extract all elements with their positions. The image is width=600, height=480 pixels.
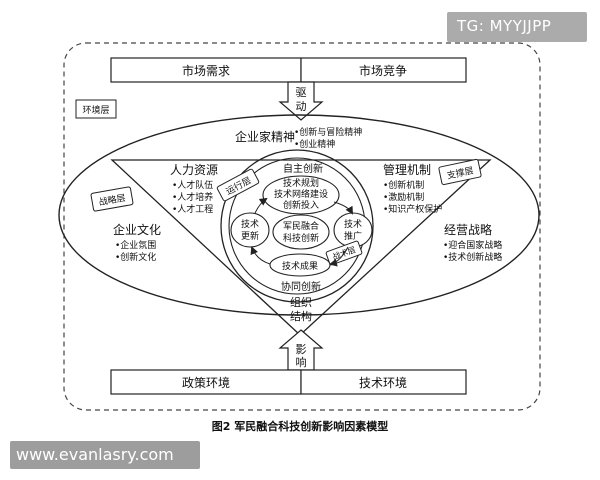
market-competition-box xyxy=(300,57,467,83)
tech-plan-ellipse xyxy=(262,175,340,215)
watermark-bottom: www.evanlasry.com xyxy=(10,441,200,469)
support-layer-tag xyxy=(438,158,482,186)
cycle-arrow-update-to-plan xyxy=(254,197,268,214)
tech-env-label: 技术环境 xyxy=(359,375,407,390)
org-structure-line-2: 结构 xyxy=(290,309,312,323)
figure-caption: 图2 军民融合科技创新影响因素模型 xyxy=(212,419,388,433)
hr-item-3: •人才工程 xyxy=(172,203,213,215)
drive-arrow xyxy=(278,81,324,121)
policy-env-box xyxy=(110,369,302,395)
mgmt-item-1: •创新机制 xyxy=(383,179,424,191)
collab-innovation-label: 协同创新 xyxy=(281,280,321,293)
mgmt-item-3: •知识产权保护 xyxy=(383,203,442,215)
strategy-triangle xyxy=(110,159,492,336)
outer-dashed-frame xyxy=(63,42,541,411)
biz-strategy-item-1: •迎合国家战略 xyxy=(443,239,502,251)
culture-item-2: •创新文化 xyxy=(115,251,156,263)
entrepreneur-item-1: •创新与冒险精神 xyxy=(294,126,362,138)
watermark-top: TG: MYYJJPP xyxy=(447,12,587,42)
tech-update-ellipse xyxy=(230,212,270,248)
influence-label-2: 响 xyxy=(296,356,307,369)
cycle-arrow-plan-to-promo xyxy=(333,201,353,215)
tech-plan-line-3: 创新投入 xyxy=(283,199,319,211)
market-competition-label: 市场竞争 xyxy=(359,63,407,78)
core-ellipse xyxy=(272,214,330,250)
operation-layer-tag xyxy=(216,168,260,202)
entrepreneur-title: 企业家精神 xyxy=(235,129,295,144)
culture-item-1: •企业氛围 xyxy=(115,239,156,251)
tech-env-box xyxy=(300,369,467,395)
tech-update-line-1: 技术 xyxy=(241,218,259,230)
org-structure-line-1: 组织 xyxy=(290,295,312,309)
core-line-2: 科技创新 xyxy=(283,232,319,244)
cycle-arrow-promo-to-result xyxy=(329,246,349,267)
drive-label-1: 驱 xyxy=(296,86,307,99)
strategy-layer-tag xyxy=(90,186,134,212)
hr-item-2: •人才培养 xyxy=(172,191,213,203)
environment-ellipse xyxy=(58,114,540,316)
tech-plan-line-1: 技术规划 xyxy=(283,177,319,189)
market-demand-label: 市场需求 xyxy=(182,63,230,78)
hr-item-1: •人才队伍 xyxy=(172,179,213,191)
tech-plan-line-2: 技术网络建设 xyxy=(274,188,328,200)
drive-label-2: 动 xyxy=(296,100,307,113)
independent-innovation-label: 自主创新 xyxy=(283,162,323,175)
mgmt-title: 管理机制 xyxy=(383,162,431,177)
operation-outer-circle xyxy=(220,149,374,303)
tech-update-line-2: 更新 xyxy=(241,230,259,242)
tech-promotion-line-2: 推广 xyxy=(344,230,362,242)
env-layer-label: 环境层 xyxy=(82,104,109,116)
watermark-top-text: TG: MYYJJPP xyxy=(457,17,552,35)
biz-strategy-title: 经营战略 xyxy=(444,222,492,237)
hr-title: 人力资源 xyxy=(170,163,218,177)
culture-title: 企业文化 xyxy=(113,222,161,237)
mgmt-item-2: •激励机制 xyxy=(383,191,424,203)
biz-strategy-item-2: •技术创新战略 xyxy=(443,251,502,263)
core-line-1: 军民融合 xyxy=(283,220,319,232)
policy-env-label: 政策环境 xyxy=(182,375,230,390)
watermark-bottom-text: www.evanlasry.com xyxy=(16,445,174,464)
tech-promotion-line-1: 技术 xyxy=(344,218,362,230)
cycle-arrow-result-to-update xyxy=(250,246,271,265)
env-layer-tag xyxy=(75,99,117,119)
tech-result-label: 技术成果 xyxy=(282,260,318,272)
influence-label-1: 影 xyxy=(296,343,307,356)
entrepreneur-item-2: •创业精神 xyxy=(294,138,335,150)
